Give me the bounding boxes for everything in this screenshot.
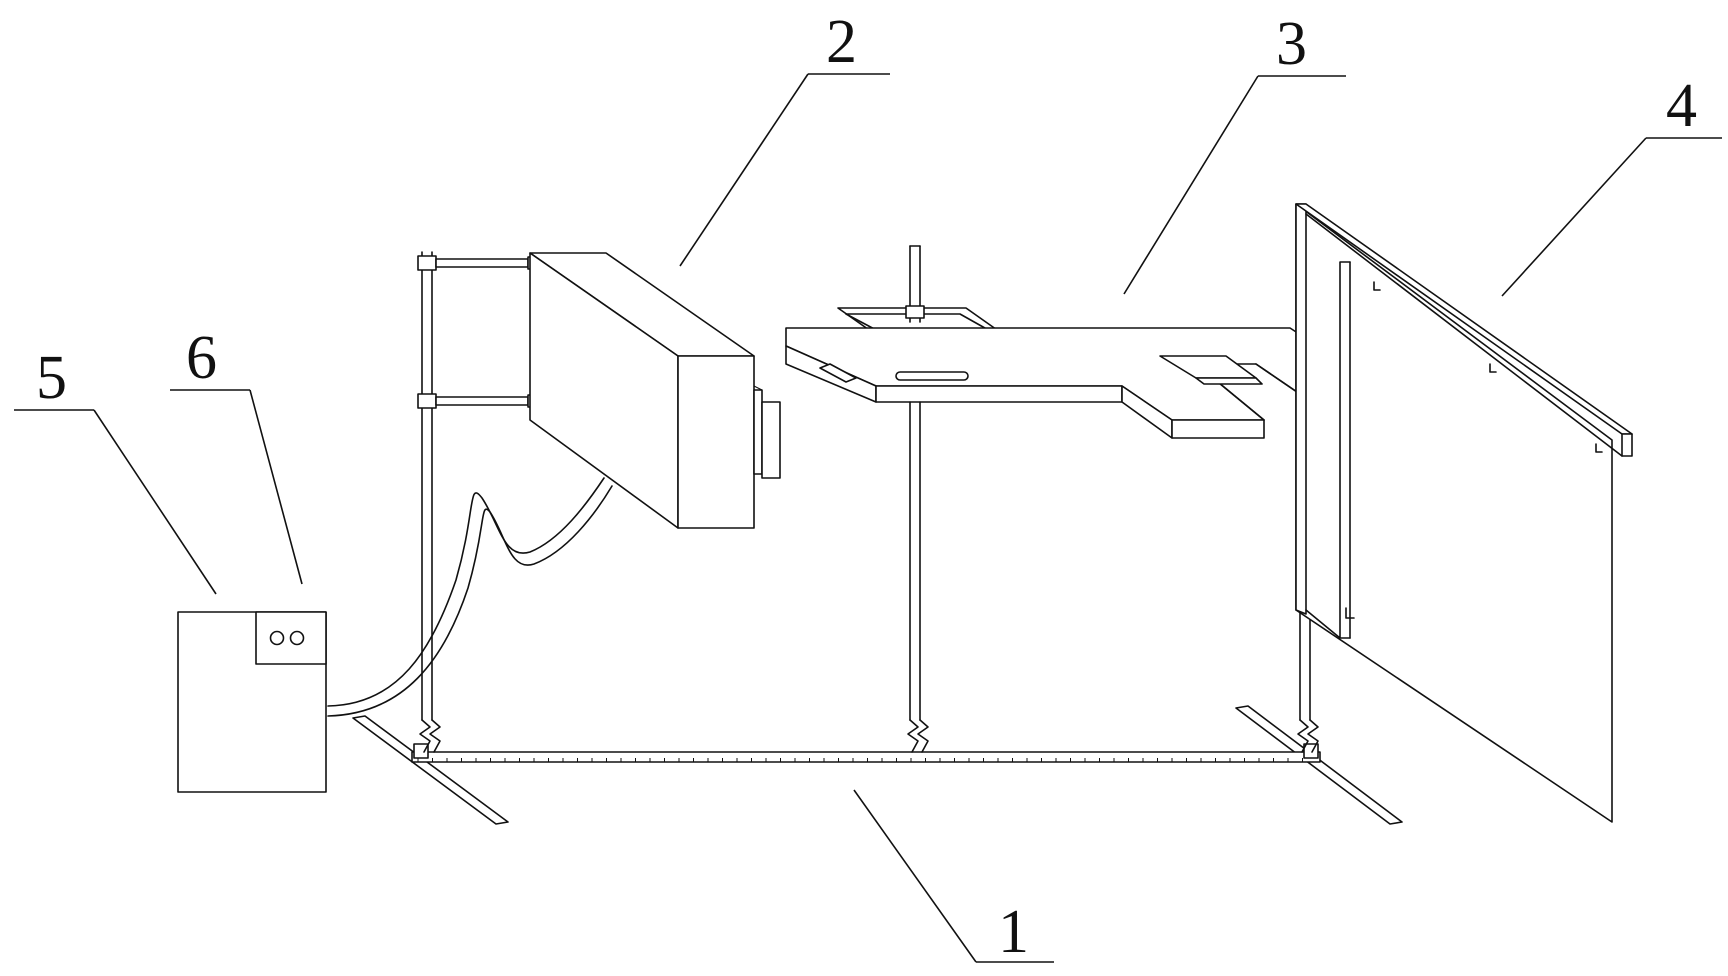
scale-bar (411, 751, 1321, 763)
upper-arm (435, 258, 529, 268)
screen-panel (1295, 203, 1613, 823)
left-post (417, 251, 537, 753)
leader-lines (14, 73, 1722, 963)
emitter-lens (761, 401, 781, 479)
knob-icon (269, 630, 285, 646)
hook-icon (1489, 363, 1497, 373)
label-5: 5 (36, 344, 67, 412)
left-handle (819, 363, 857, 383)
control-panel (255, 611, 327, 665)
top-clamp-collar (905, 305, 925, 319)
base-rail (352, 705, 1403, 825)
center-slot (895, 371, 969, 381)
label-4: 4 (1666, 72, 1697, 140)
label-3: 3 (1276, 10, 1307, 78)
left-clip (413, 743, 429, 759)
label-6: 6 (186, 324, 217, 392)
scale-ticks (417, 758, 1303, 762)
cable (327, 477, 613, 717)
label-2: 2 (826, 8, 857, 76)
top-rail-end (1621, 433, 1633, 457)
left-foot (352, 715, 509, 825)
right-foot (1235, 705, 1403, 825)
knob-icon (289, 630, 305, 646)
fork-left-end (1171, 419, 1265, 439)
emitter-box (529, 252, 781, 529)
hook-icon (1345, 607, 1355, 619)
table-assembly (785, 245, 1433, 753)
reference-labels: 1 2 3 4 5 6 (36, 8, 1697, 966)
hook-icon (1373, 281, 1381, 291)
emitter-front-face (677, 355, 755, 529)
hook-icon (1595, 443, 1603, 453)
lower-collar (417, 393, 437, 409)
label-1: 1 (998, 898, 1029, 966)
screen-assembly (1295, 203, 1633, 823)
upper-collar (417, 255, 437, 271)
lower-arm (435, 396, 529, 406)
